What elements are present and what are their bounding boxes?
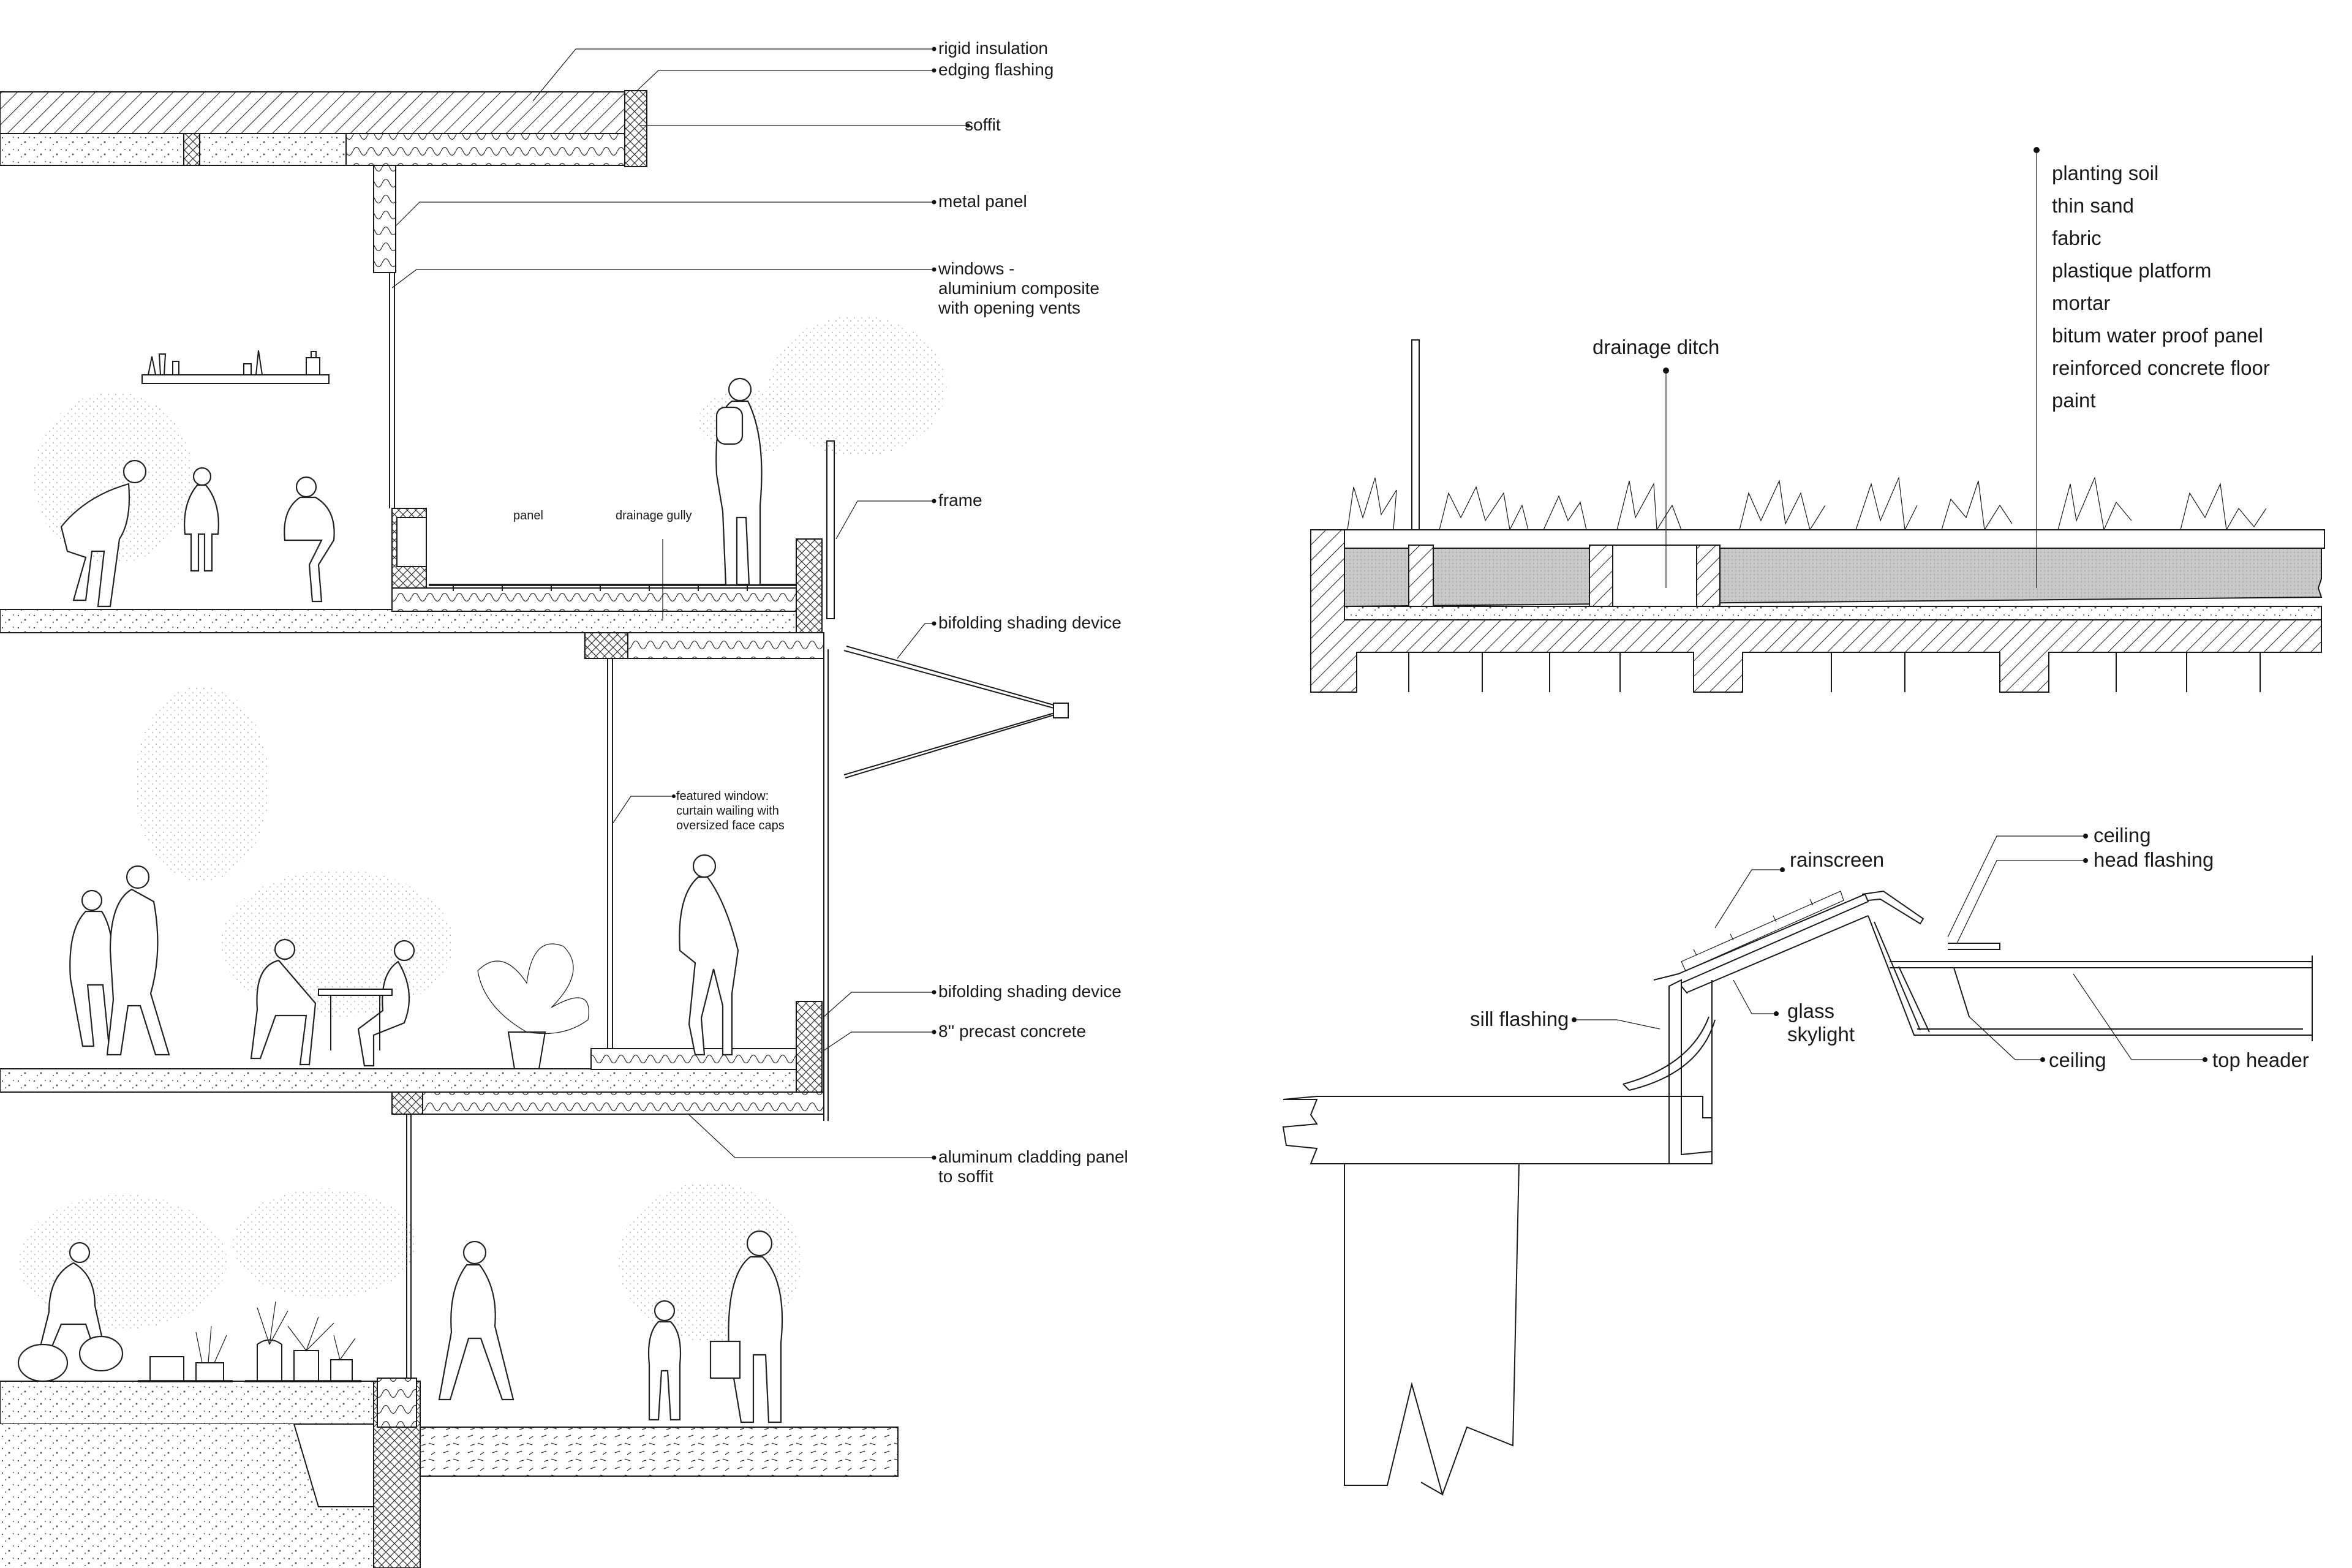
label-panel: panel: [513, 509, 543, 522]
label-metal-panel: metal panel: [938, 192, 1027, 211]
middle-balcony-insulation: [590, 1048, 797, 1070]
reinforced-concrete-floor: [1310, 529, 2322, 693]
label-cladding-2: to soffit: [938, 1167, 993, 1186]
sill-flashing: [1623, 1016, 1716, 1091]
layer-label-4: plastique platform: [2052, 259, 2211, 282]
layer-label-1: planting soil: [2052, 162, 2158, 184]
middle-floor-slab: [0, 1068, 821, 1093]
label-frame: frame: [938, 491, 982, 510]
roof-beam: [1282, 1096, 1713, 1164]
label-head-flashing: head flashing: [2094, 848, 2214, 871]
roof-rigid-insulation: [0, 91, 638, 135]
planter-box: [396, 517, 427, 567]
foundation-footing: [0, 1424, 374, 1568]
edging-flashing-block: [624, 90, 647, 167]
label-edging-flashing: edging flashing: [938, 60, 1054, 79]
upper-shading-device: [843, 646, 1069, 778]
wall-shelf: [141, 350, 330, 384]
label-featured-window-1: featured window:: [676, 790, 769, 803]
label-featured-window-3: oversized face caps: [676, 819, 785, 832]
roof-insulation: [345, 133, 638, 166]
atmosphere-stipple: [18, 315, 946, 1341]
section-leader-dots: [672, 47, 970, 1160]
people-middle-floor: [69, 854, 739, 1067]
planting-soil: [1316, 529, 2325, 549]
head-flashing: [1861, 890, 1924, 925]
label-ceiling-bottom: ceiling: [2049, 1049, 2106, 1071]
potted-plant: [477, 943, 589, 1069]
ground-floor-slab: [0, 1381, 374, 1425]
label-windows-2: aluminium composite: [938, 279, 1099, 298]
balcony-edge-block: [796, 538, 823, 635]
top-header: [1868, 915, 2313, 1041]
upper-floor-slab: [0, 609, 821, 633]
middle-edge-block: [796, 1001, 823, 1093]
label-top-header: top header: [2212, 1049, 2309, 1071]
drainage-layer: [1344, 548, 2323, 608]
label-rainscreen: rainscreen: [1790, 848, 1884, 871]
layer-label-2: thin sand: [2052, 194, 2134, 217]
label-drainage-gully: drainage gully: [616, 509, 692, 522]
label-drainage-ditch: drainage ditch: [1593, 336, 1719, 358]
layer-label-6: bitum water proof panel: [2052, 324, 2263, 347]
mortar-layer: [1344, 606, 2322, 620]
exterior-ground: [420, 1427, 899, 1477]
people-ground-floor: [17, 1230, 783, 1423]
layer-label-5: mortar: [2052, 292, 2110, 314]
ground-floor-planters: [138, 1301, 361, 1382]
label-cladding-1: aluminum cladding panel: [938, 1147, 1128, 1166]
label-precast-concrete: 8'' precast concrete: [938, 1022, 1086, 1041]
label-windows-1: windows -: [938, 259, 1014, 278]
layer-label-8: paint: [2052, 389, 2096, 412]
metal-panel-wall: [373, 165, 396, 273]
label-bifolding-lower: bifolding shading device: [938, 982, 1121, 1001]
label-windows-3: with opening vents: [938, 298, 1080, 317]
label-featured-window-2: curtain wailing with: [676, 804, 779, 818]
label-rigid-insulation: rigid insulation: [938, 39, 1048, 58]
lower-soffit: [391, 1091, 824, 1115]
people-upper-floor: [60, 377, 763, 608]
building-section: rigid insulation edging flashing soffit …: [0, 39, 1128, 1568]
label-sill-flashing: sill flashing: [1470, 1008, 1569, 1030]
glass-skylight: [1653, 893, 1869, 984]
frame-element: [826, 440, 835, 619]
label-glass-1: glass: [1787, 1000, 1834, 1022]
drainage-ditch-opening: [1610, 545, 1697, 616]
support-wall: [1344, 1163, 1520, 1496]
label-soffit: soffit: [965, 115, 1001, 134]
label-glass-2: skylight: [1787, 1023, 1855, 1046]
planting-foliage: [1347, 476, 2267, 532]
layer-label-3: fabric: [2052, 227, 2101, 249]
label-bifolding-upper: bifolding shading device: [938, 613, 1121, 632]
balcony-insulation: [391, 587, 797, 612]
rainscreen-panel: [1681, 891, 1844, 971]
section-leader-lines: [391, 48, 968, 1158]
label-ceiling-top: ceiling: [2094, 824, 2151, 846]
green-roof-detail: drainage ditch planting soil thin sand f…: [1310, 147, 2325, 693]
skylight-detail: ceiling head flashing rainscreen sill fl…: [1282, 824, 2313, 1496]
layer-label-7: reinforced concrete floor: [2052, 356, 2270, 379]
